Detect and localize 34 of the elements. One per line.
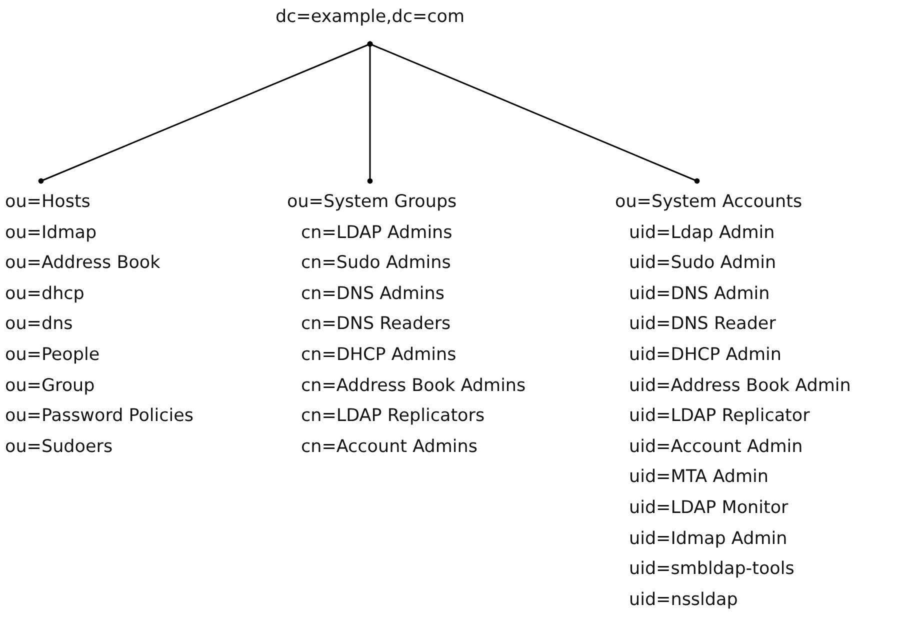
directory-entry-label: cn=LDAP Admins <box>300 222 454 245</box>
directory-entry-label: ou=Sudoers <box>5 436 114 459</box>
directory-entry-label: ou=Group <box>5 374 96 398</box>
directory-entry-label: cn=DNS Admins <box>300 282 446 306</box>
directory-entry-label: cn=DNS Readers <box>300 313 452 336</box>
directory-entry-label: ou=System Accounts <box>615 191 804 214</box>
directory-entry-label: ou=Address Book <box>5 252 162 276</box>
directory-entry-label: uid=Idmap Admin <box>628 528 788 551</box>
directory-entry-label: uid=DHCP Admin <box>628 344 782 367</box>
directory-entry-label: ou=Password Policies <box>5 405 194 428</box>
directory-entry-label: ou=Idmap <box>5 222 98 245</box>
directory-entry-label: cn=Address Book Admins <box>300 374 527 398</box>
directory-entry-label: ou=dhcp <box>5 282 86 306</box>
directory-entry-label: uid=Account Admin <box>628 436 804 459</box>
directory-entry-label: cn=Account Admins <box>300 436 478 459</box>
directory-entry-label: ou=People <box>5 344 101 367</box>
directory-entry-label: uid=LDAP Monitor <box>628 496 790 520</box>
directory-entry-label: uid=LDAP Replicator <box>628 405 811 428</box>
directory-entry-label: cn=Sudo Admins <box>300 252 452 276</box>
directory-entry-label: uid=Ldap Admin <box>628 222 776 245</box>
tree-connector <box>367 41 700 184</box>
directory-entry-label: cn=LDAP Replicators <box>300 405 486 428</box>
directory-entry-label: uid=DNS Admin <box>628 282 771 306</box>
directory-entry-label: cn=DHCP Admins <box>300 344 458 367</box>
directory-entry-label: uid=MTA Admin <box>628 466 770 490</box>
directory-entry-label: uid=Sudo Admin <box>628 252 778 276</box>
directory-entry-label: uid=DNS Reader <box>628 313 777 336</box>
directory-entry-label: uid=smbldap-tools <box>628 558 796 582</box>
directory-entry-label: dc=example,dc=com <box>274 6 466 29</box>
directory-entry-label: ou=dns <box>5 313 74 336</box>
directory-entry-label: ou=System Groups <box>287 191 458 214</box>
directory-entry-label: ou=Hosts <box>5 191 92 214</box>
directory-entry-label: uid=Address Book Admin <box>628 374 852 398</box>
directory-entry-label: uid=nssldap <box>628 588 739 612</box>
